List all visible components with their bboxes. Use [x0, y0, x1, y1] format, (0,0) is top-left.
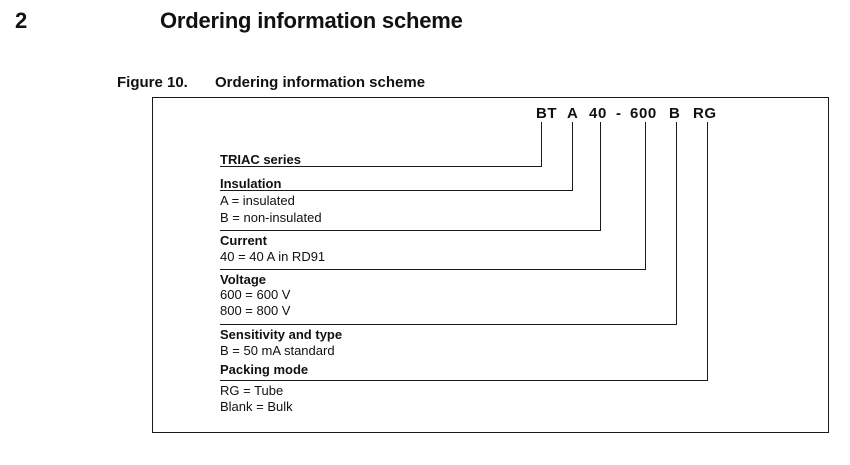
section-item: B = 50 mA standard [220, 343, 335, 358]
code-token-series: BT [536, 105, 558, 122]
connector-vline-sensitivity [676, 122, 677, 325]
connector-vline-series [541, 122, 542, 167]
section-item: Blank = Bulk [220, 399, 293, 414]
connector-hline-series [220, 166, 542, 167]
section-heading: Ordering information scheme [160, 8, 463, 33]
section-title-current: Current [220, 233, 267, 248]
figure-box [152, 97, 829, 433]
section-title-sensitivity: Sensitivity and type [220, 327, 343, 342]
connector-vline-insulation [572, 122, 573, 191]
section-item: A = insulated [220, 193, 295, 208]
section-item: B = non-insulated [220, 210, 322, 225]
section-item: 600 = 600 V [220, 287, 291, 302]
connector-vline-current [600, 122, 601, 231]
code-token-insulation: A [567, 105, 579, 122]
section-title-triac-series: TRIAC series [220, 152, 301, 167]
section-item: 800 = 800 V [220, 303, 291, 318]
code-token-dash: - [616, 105, 622, 122]
connector-hline-voltage [220, 269, 646, 270]
section-item: 40 = 40 A in RD91 [220, 249, 326, 264]
connector-hline-sensitivity [220, 324, 677, 325]
connector-hline-insulation [220, 190, 573, 191]
connector-hline-packing [220, 380, 708, 381]
section-item: RG = Tube [220, 383, 284, 398]
connector-hline-current [220, 230, 601, 231]
connector-vline-voltage [645, 122, 646, 270]
section-title-packing-mode: Packing mode [220, 362, 309, 377]
connector-vline-packing [707, 122, 708, 381]
section-title-voltage: Voltage [220, 272, 266, 287]
section-title-insulation: Insulation [220, 176, 282, 191]
code-token-voltage: 600 [630, 105, 657, 122]
figure-caption-title: Ordering information scheme [215, 74, 426, 91]
code-token-packing: RG [693, 105, 717, 122]
section-number: 2 [15, 8, 28, 33]
code-token-current: 40 [589, 105, 607, 122]
code-token-sensitivity: B [669, 105, 681, 122]
figure-caption-label: Figure 10. [117, 74, 188, 91]
